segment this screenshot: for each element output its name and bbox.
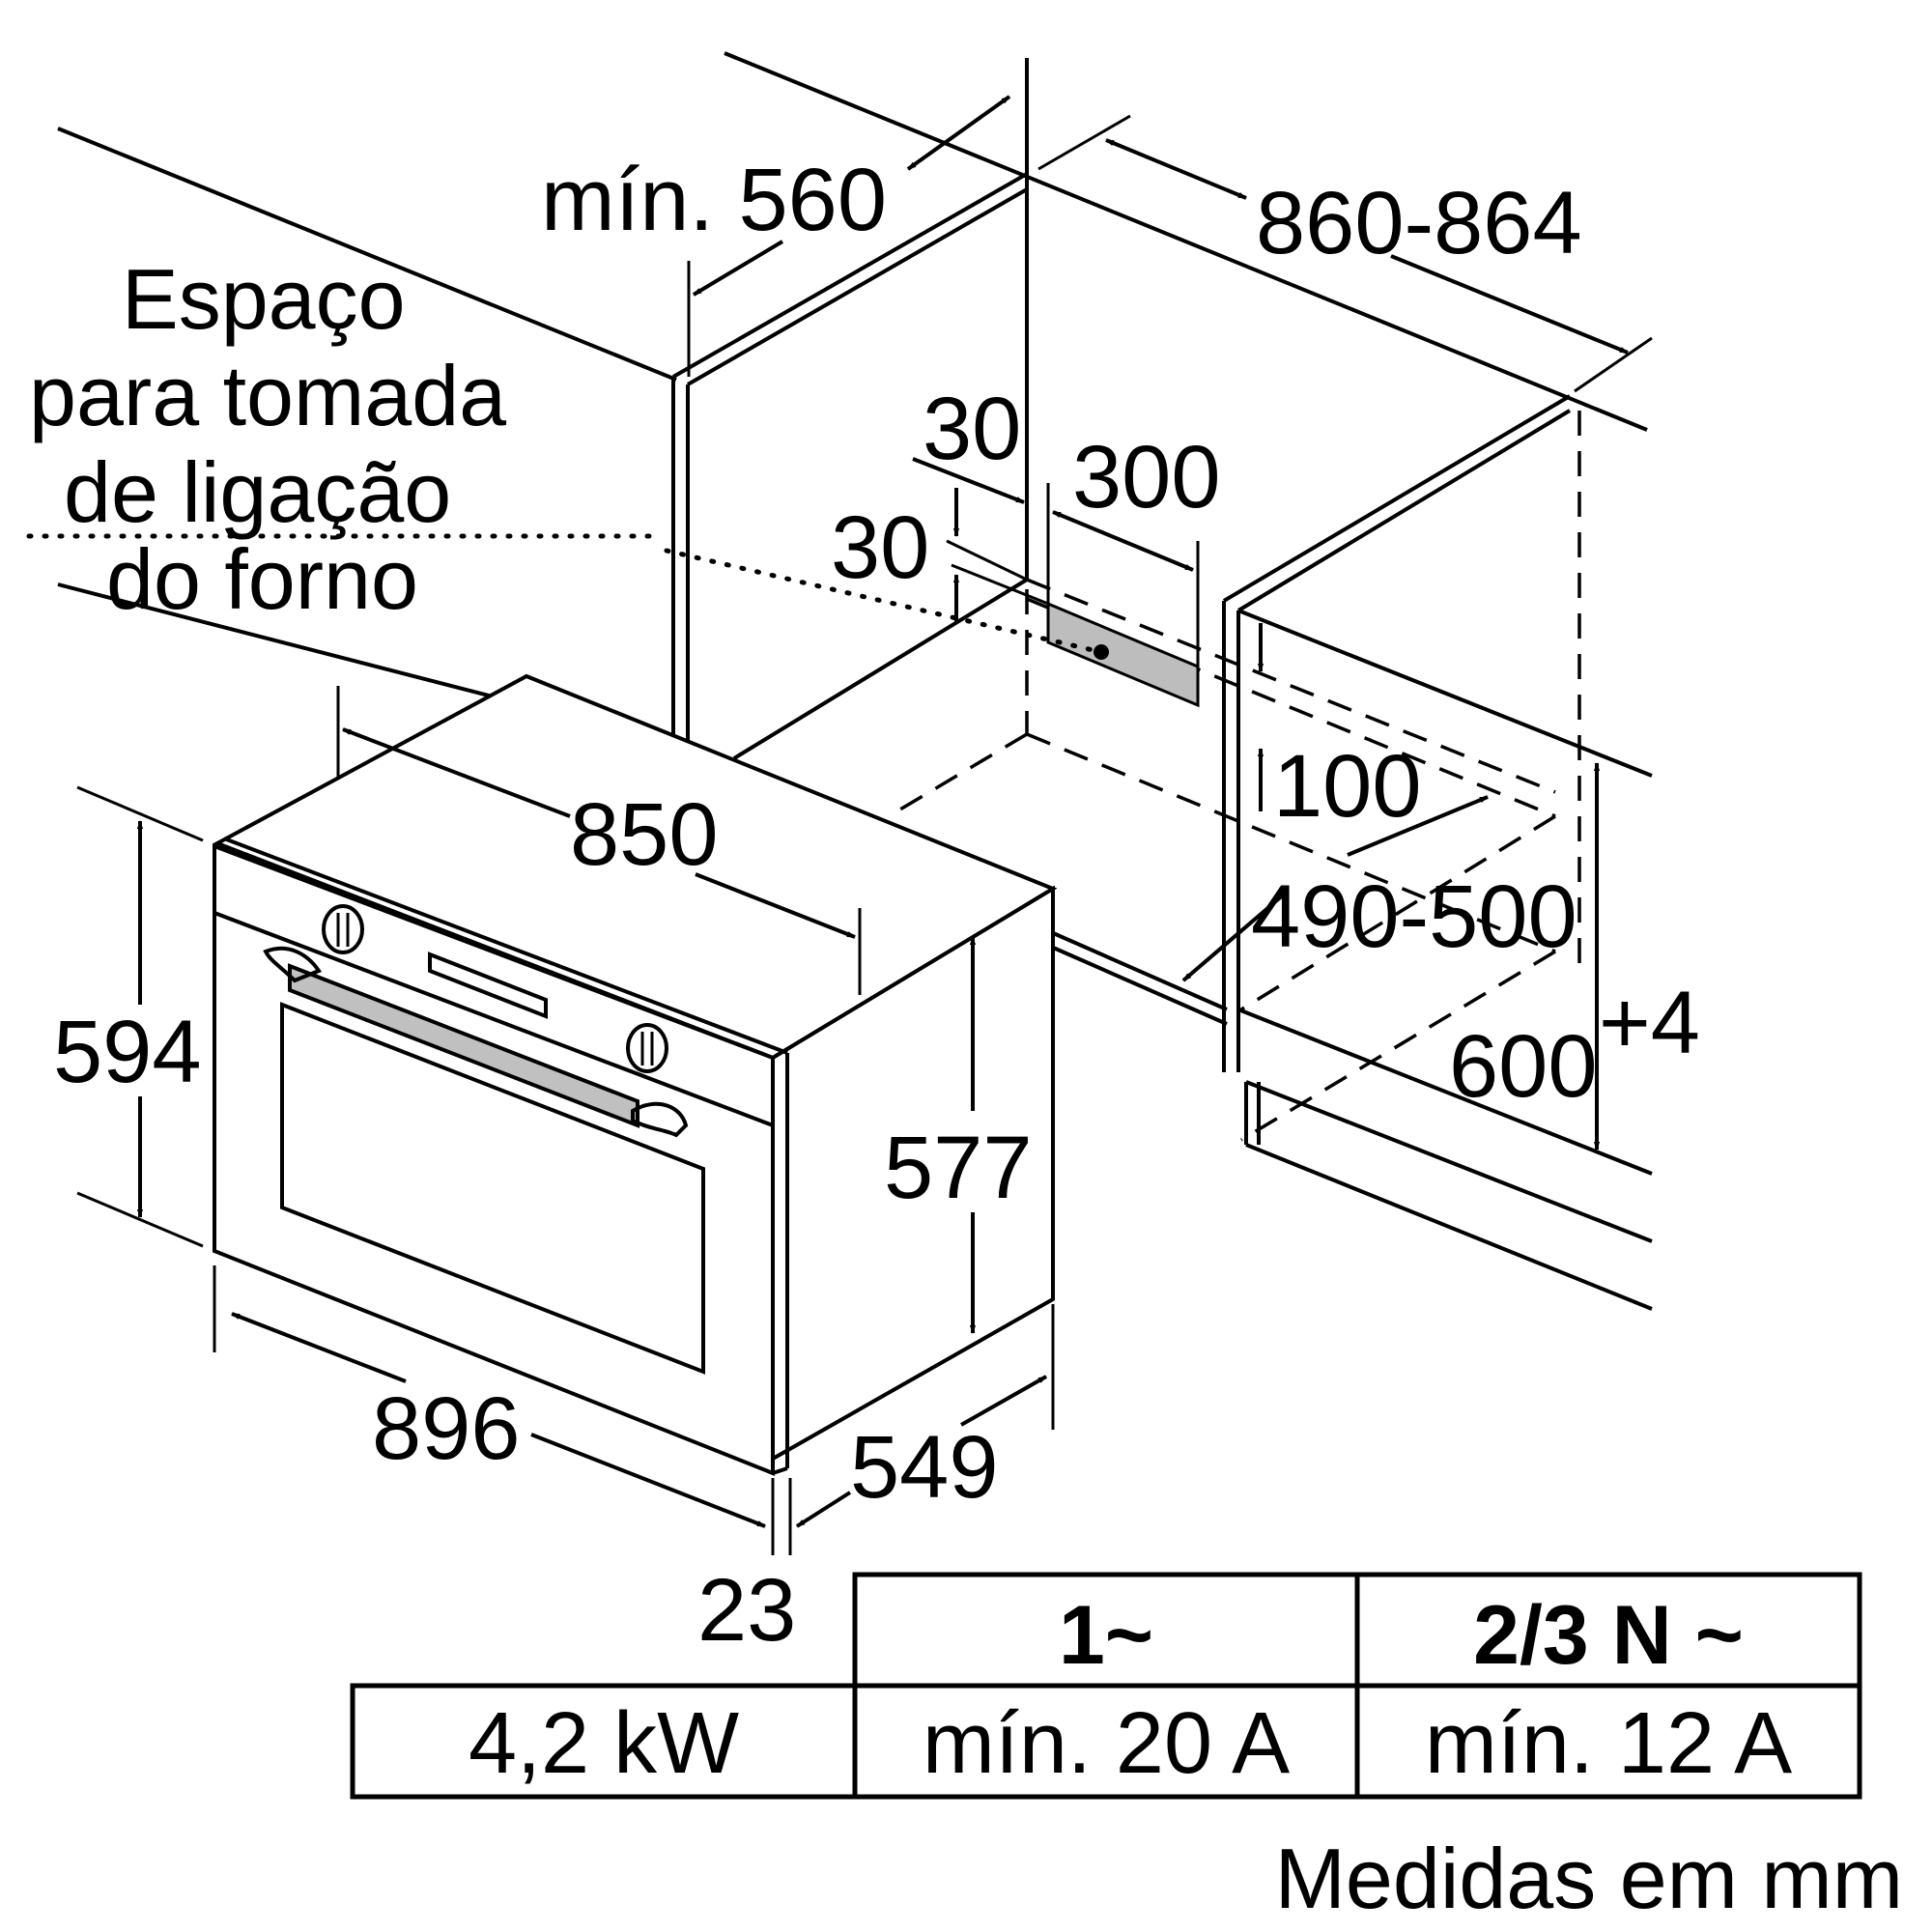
left-knob-icon [322, 904, 364, 954]
socket-point [1094, 644, 1109, 660]
label-min-560: mín. 560 [541, 151, 887, 249]
label-socket-space-4: do forno [106, 531, 418, 627]
socket-area [1046, 601, 1200, 708]
label-896: 896 [372, 1379, 521, 1478]
label-socket-space-3: de ligação [64, 444, 451, 540]
cabinet-outline [26, 51, 1653, 1311]
right-knob-icon [626, 1023, 668, 1073]
label-860-864: 860-864 [1256, 174, 1582, 272]
label-socket-space-1: Espaço [122, 251, 406, 347]
label-100: 100 [1273, 737, 1422, 836]
label-30-mid: 30 [831, 498, 929, 597]
label-594: 594 [53, 1003, 202, 1101]
oven-body [213, 673, 1058, 1476]
table-cell-single-phase-current: mín. 20 A [923, 1695, 1290, 1792]
label-30-top: 30 [923, 380, 1021, 478]
table-header-multi-phase: 2/3 N ~ [1473, 1589, 1744, 1682]
power-table [350, 1572, 1862, 1800]
label-549: 549 [850, 1418, 999, 1517]
oven-display [428, 952, 548, 1019]
label-300: 300 [1072, 428, 1221, 526]
label-600: 600 [1449, 1017, 1598, 1116]
label-socket-space-2: para tomada [29, 348, 506, 443]
label-577: 577 [884, 1119, 1033, 1217]
label-600-tolerance: +4 [1599, 974, 1700, 1072]
table-header-single-phase: 1~ [1059, 1589, 1153, 1682]
table-cell-power: 4,2 kW [469, 1695, 739, 1792]
label-490-500: 490-500 [1251, 867, 1577, 966]
units-note: Medidas em mm [1275, 1831, 1903, 1926]
label-23: 23 [697, 1561, 796, 1660]
oven-window [280, 1002, 705, 1375]
oven-handle [288, 963, 639, 1128]
table-cell-multi-phase-current: mín. 12 A [1425, 1695, 1792, 1792]
dimension-lines [76, 58, 1653, 1555]
label-850: 850 [570, 785, 719, 884]
